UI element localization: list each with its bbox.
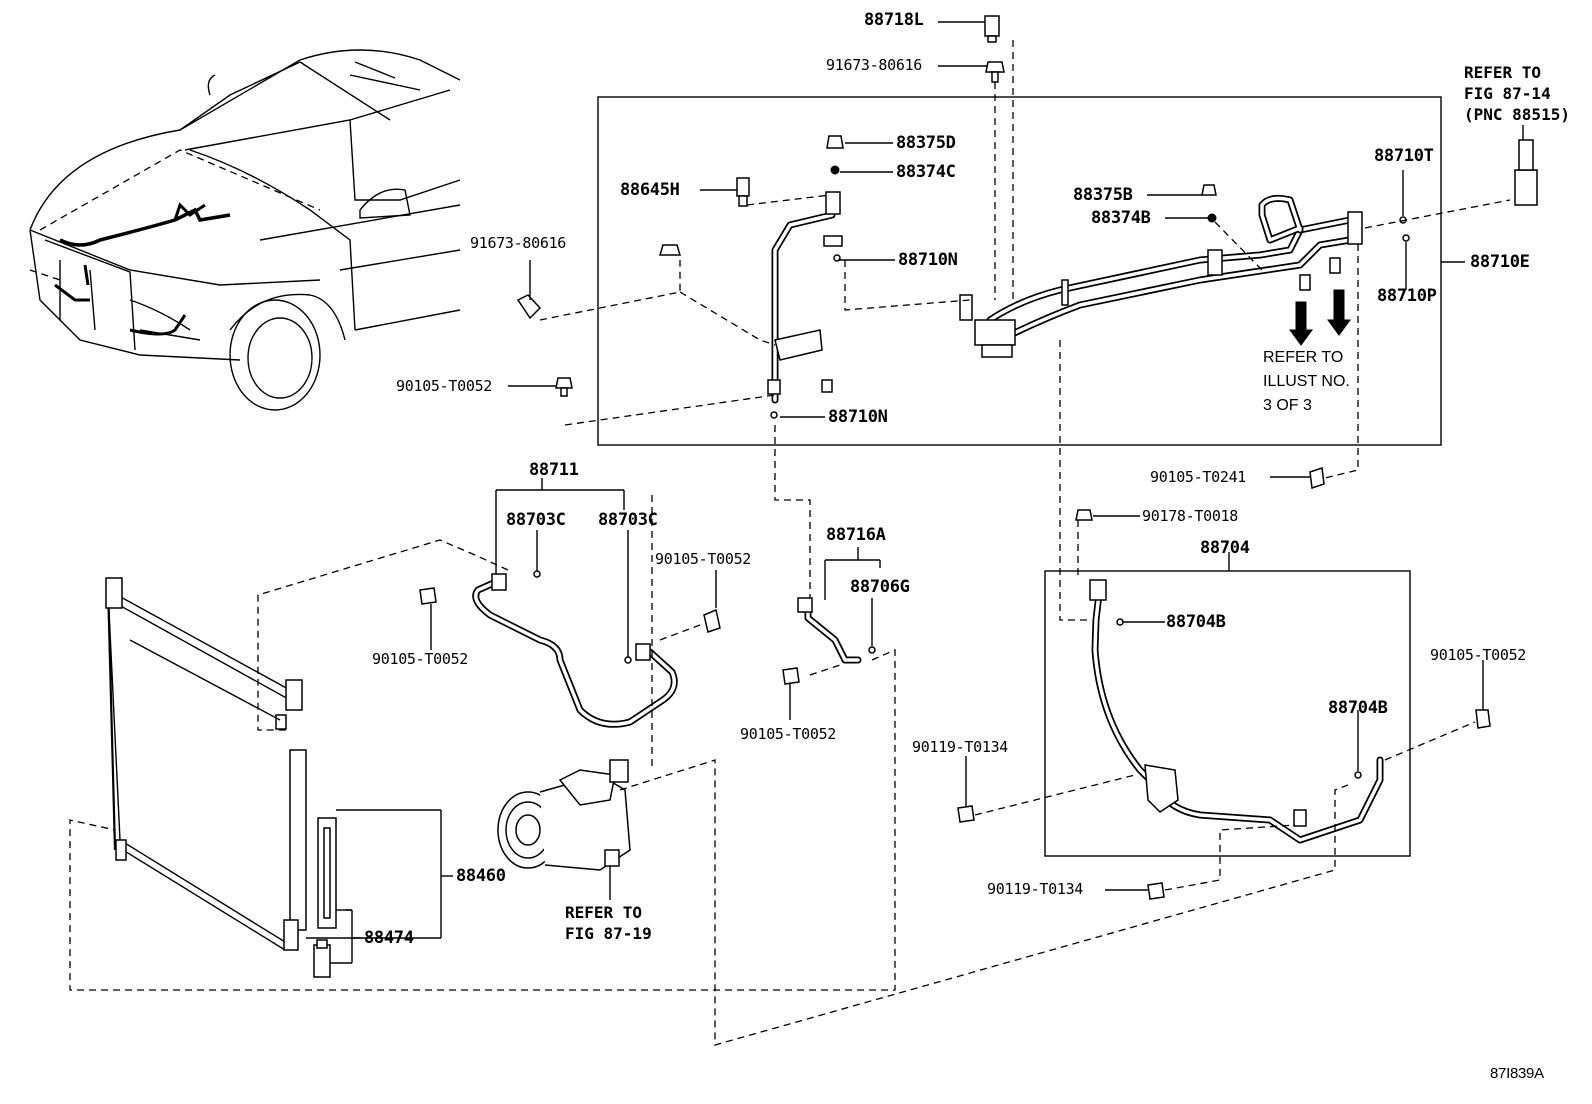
part-label-88710P[interactable]: 88710P	[1377, 286, 1437, 306]
part-88515	[1514, 139, 1538, 206]
part-label-90105-T0052-right[interactable]: 90105-T0052	[1430, 646, 1527, 664]
part-label-90105-T0052-hose[interactable]: 90105-T0052	[372, 650, 469, 668]
part-label-88704B-b[interactable]: 88704B	[1328, 698, 1388, 718]
group-88704-box	[1044, 570, 1411, 857]
part-label-90119-T0134-a[interactable]: 90119-T0134	[912, 738, 1009, 756]
part-label-91673-80616-top[interactable]: 91673-80616	[826, 56, 923, 74]
leader-lines	[306, 21, 1524, 964]
part-label-88645H[interactable]: 88645H	[620, 180, 680, 200]
part-label-88718L[interactable]: 88718L	[864, 10, 924, 30]
refer-fig-87-14[interactable]: REFER TO FIG 87-14 (PNC 88515)	[1464, 63, 1570, 124]
part-label-88710N-top[interactable]: 88710N	[898, 250, 958, 270]
part-label-88710T[interactable]: 88710T	[1374, 146, 1434, 166]
compressor	[497, 759, 631, 871]
part-label-88474[interactable]: 88474	[364, 928, 414, 948]
refer-illust-3-of-3[interactable]: REFER TO ILLUST NO. 3 OF 3	[1263, 349, 1350, 414]
part-label-90105-T0052-lower[interactable]: 90105-T0052	[740, 725, 837, 743]
part-label-88703C-a[interactable]: 88703C	[506, 510, 566, 530]
part-label-88703C-b[interactable]: 88703C	[598, 510, 658, 530]
figure-id: 87I839A	[1490, 1065, 1544, 1082]
nut	[658, 244, 682, 256]
part-label-91673-80616-left[interactable]: 91673-80616	[470, 234, 567, 252]
group-88710E-box	[597, 96, 1442, 446]
part-label-88710N-bottom[interactable]: 88710N	[828, 407, 888, 427]
hose-88704	[1089, 579, 1384, 844]
bolt-91673-top	[985, 61, 1005, 83]
hose-88711	[472, 570, 678, 728]
down-arrow-icon	[1289, 289, 1351, 346]
part-label-88711[interactable]: 88711	[529, 460, 579, 480]
tube-88710N	[767, 191, 843, 404]
dashed-connections	[69, 40, 1511, 1046]
receiver-88474	[313, 817, 337, 978]
part-label-88460[interactable]: 88460	[456, 866, 506, 886]
part-label-88375D[interactable]: 88375D	[896, 133, 956, 153]
pipe-88716A	[797, 597, 876, 664]
part-label-88375B[interactable]: 88375B	[1073, 185, 1133, 205]
valve-88374B	[1207, 213, 1217, 223]
part-label-90105-T0052-left[interactable]: 90105-T0052	[396, 377, 493, 395]
part-label-88716A[interactable]: 88716A	[826, 525, 886, 545]
refer-fig-87-19[interactable]: REFER TO FIG 87-19	[565, 903, 652, 943]
condenser-88460	[105, 577, 307, 951]
part-label-88374C[interactable]: 88374C	[896, 162, 956, 182]
part-label-90178-T0018[interactable]: 90178-T0018	[1142, 507, 1239, 525]
part-label-88374B[interactable]: 88374B	[1091, 208, 1151, 228]
cap-88375D	[826, 135, 844, 149]
tube-88710E	[959, 194, 1363, 358]
part-label-88704[interactable]: 88704	[1200, 538, 1250, 558]
bolts	[419, 294, 1491, 900]
part-label-88710E[interactable]: 88710E	[1470, 252, 1530, 272]
part-label-90105-T0052-mid[interactable]: 90105-T0052	[655, 550, 752, 568]
part-label-90105-T0241[interactable]: 90105-T0241	[1150, 468, 1247, 486]
vehicle-illustration	[29, 49, 461, 411]
switch-88645H	[736, 177, 750, 207]
oring-88710P	[1402, 234, 1410, 242]
part-label-88706G[interactable]: 88706G	[850, 577, 910, 597]
cap-88375B	[1201, 184, 1217, 196]
fitting-88718L	[984, 15, 1000, 43]
valve-88374C	[830, 165, 840, 175]
part-label-90119-T0134-b[interactable]: 90119-T0134	[987, 880, 1084, 898]
part-label-88704B-a[interactable]: 88704B	[1166, 612, 1226, 632]
